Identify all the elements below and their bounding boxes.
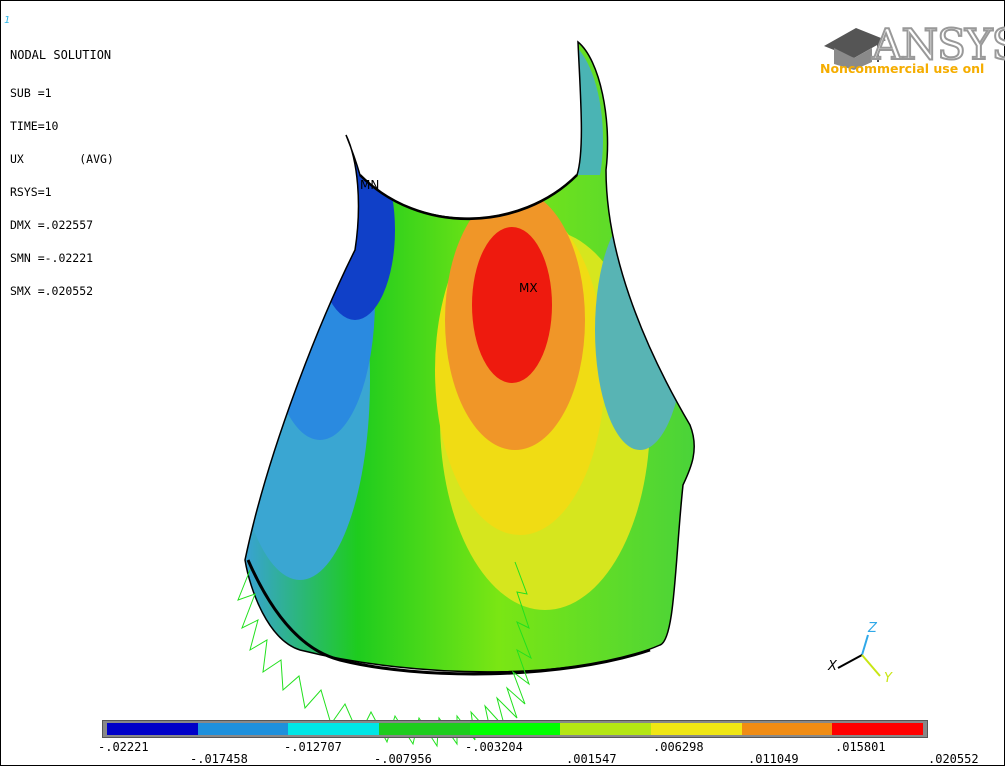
info-line: SMX =.020552: [10, 284, 94, 298]
axis-z-label: Z: [867, 621, 878, 636]
legend-swatch: [560, 723, 652, 735]
legend-tick: .001547: [566, 752, 617, 766]
legend-tick: -.02221: [98, 740, 149, 754]
axis-x-label: X: [827, 659, 838, 674]
legend-tick: .015801: [835, 740, 886, 754]
legend-tick: .020552: [928, 752, 979, 766]
info-line: RSYS=1: [10, 185, 52, 199]
legend-swatch: [741, 723, 833, 735]
info-line: TIME=10: [10, 119, 59, 133]
axis-y-label: Y: [884, 671, 893, 686]
legend-tick: -.012707: [284, 740, 342, 754]
axis-triad: Z X Y: [827, 621, 893, 686]
window-number: 1: [4, 15, 11, 26]
legend-swatch: [832, 723, 924, 735]
min-marker: MN: [360, 178, 379, 192]
info-line: UX (AVG): [10, 152, 114, 166]
boundary-constraints: [237, 561, 532, 748]
legend-swatch: [379, 723, 470, 735]
ansys-logo-icon: [824, 28, 886, 70]
ansys-logo-text: ANSYS: [871, 19, 1005, 70]
legend-swatch: [107, 723, 198, 735]
legend-swatch: [651, 723, 742, 735]
legend-tick: -.007956: [374, 752, 432, 766]
legend-swatch: [469, 723, 561, 735]
solution-info: NODAL SOLUTION SUB =1 TIME=10 UX (AVG) R…: [10, 28, 114, 308]
legend-tick: -.003204: [465, 740, 523, 754]
legend-tick: .011049: [748, 752, 799, 766]
license-note: Noncommercial use onl: [820, 61, 985, 76]
info-line: DMX =.022557: [10, 218, 94, 232]
info-line: SMN =-.02221: [10, 251, 94, 265]
solution-title: NODAL SOLUTION: [10, 48, 112, 62]
legend-tick: .006298: [653, 740, 704, 754]
max-marker: MX: [519, 281, 538, 295]
contour-legend: [102, 720, 928, 738]
legend-swatch: [197, 723, 289, 735]
legend-swatch: [288, 723, 380, 735]
info-line: SUB =1: [10, 86, 52, 100]
legend-tick: -.017458: [190, 752, 248, 766]
